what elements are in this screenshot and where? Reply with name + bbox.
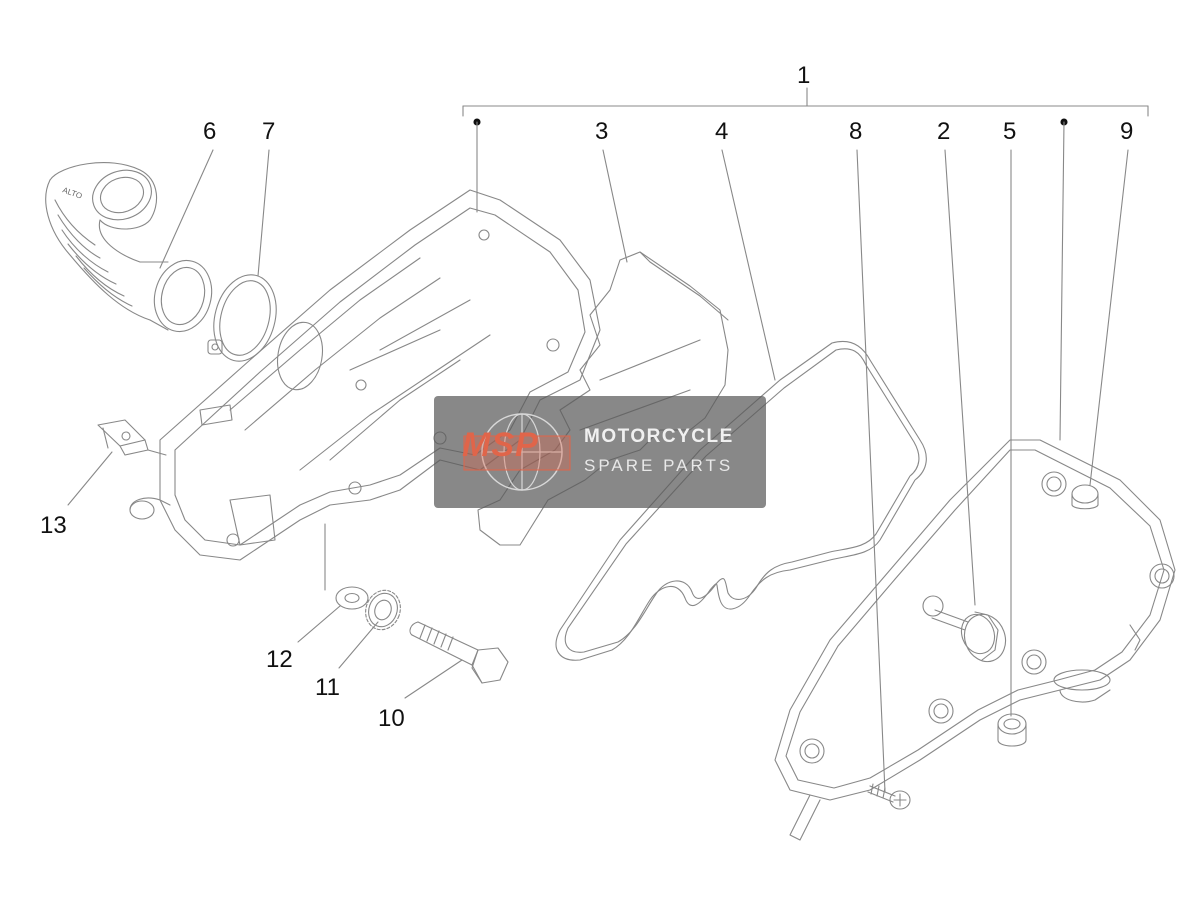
callout-12: 12 [266, 646, 293, 673]
bushing-part [997, 713, 1027, 747]
callout-10: 10 [378, 705, 405, 732]
callout-3: 3 [595, 118, 609, 145]
callout-11: 11 [315, 674, 340, 701]
lock-washer-part [365, 589, 401, 631]
washer-part [335, 586, 369, 610]
intake-hose-part: ALTO [45, 162, 213, 333]
callout-7: 7 [262, 118, 276, 145]
callout-6: 6 [203, 118, 217, 145]
clip-nut-part [97, 419, 149, 456]
leader-lines [67, 121, 1129, 793]
callout-2: 2 [937, 118, 951, 145]
screw-part [867, 783, 911, 810]
callout-13: 13 [40, 512, 67, 539]
callout-4: 4 [715, 118, 729, 145]
watermark-line2: SPARE PARTS [584, 456, 734, 475]
watermark-banner: MSP MOTORCYCLE SPARE PARTS [434, 396, 766, 508]
assembly-bracket [462, 87, 1149, 126]
callout-5: 5 [1003, 118, 1017, 145]
callout-9: 9 [1120, 118, 1134, 145]
callout-1: 1 [797, 62, 811, 89]
globe-logo-icon [463, 413, 571, 491]
hose-clamp-part [207, 274, 277, 362]
watermark-logo-text: MSP [462, 426, 539, 464]
knob-part [931, 609, 1007, 663]
watermark-line1: MOTORCYCLE [584, 426, 734, 447]
callout-8: 8 [849, 118, 863, 145]
seal-gasket-part [555, 340, 927, 661]
bolt-part [409, 621, 509, 684]
airbox-cover-part [774, 439, 1176, 841]
hose-label: ALTO [61, 185, 83, 200]
